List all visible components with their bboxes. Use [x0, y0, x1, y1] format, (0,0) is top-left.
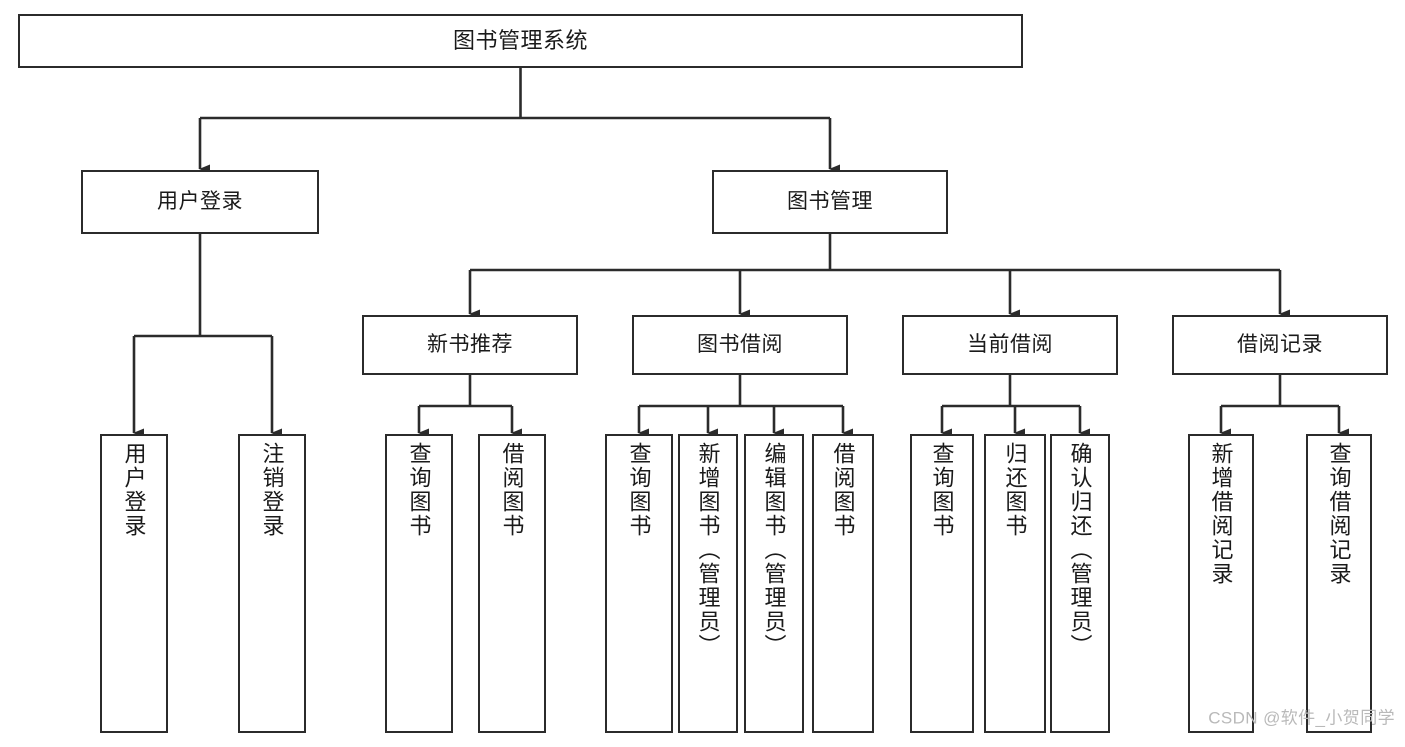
node-l5[interactable]: 查询图书: [605, 434, 673, 733]
node-label: 查询借阅记录: [1326, 442, 1352, 586]
node-label: 图书管理系统: [452, 28, 588, 54]
node-l6[interactable]: 新增图书（管理员）: [678, 434, 738, 733]
node-root[interactable]: 图书管理系统: [18, 14, 1023, 68]
node-label: 查询图书: [406, 442, 432, 538]
node-label: 新书推荐: [427, 332, 513, 356]
node-l1[interactable]: 用户登录: [100, 434, 168, 733]
node-label: 图书借阅: [697, 332, 783, 356]
node-label: 查询图书: [929, 442, 955, 538]
node-login[interactable]: 用户登录: [81, 170, 319, 234]
node-l11[interactable]: 确认归还（管理员）: [1050, 434, 1110, 733]
node-label: 用户登录: [157, 189, 243, 213]
node-label: 新增借阅记录: [1208, 442, 1234, 586]
node-l10[interactable]: 归还图书: [984, 434, 1046, 733]
node-bookmgmt[interactable]: 图书管理: [712, 170, 948, 234]
node-l3[interactable]: 查询图书: [385, 434, 453, 733]
node-label: 当前借阅: [967, 332, 1053, 356]
node-label: 确认归还（管理员）: [1067, 442, 1093, 658]
node-newrec[interactable]: 新书推荐: [362, 315, 578, 375]
node-borrow[interactable]: 图书借阅: [632, 315, 848, 375]
node-l9[interactable]: 查询图书: [910, 434, 974, 733]
node-label: 查询图书: [626, 442, 652, 538]
node-l13[interactable]: 查询借阅记录: [1306, 434, 1372, 733]
node-l7[interactable]: 编辑图书（管理员）: [744, 434, 804, 733]
node-label: 归还图书: [1002, 442, 1028, 538]
node-label: 图书管理: [787, 189, 873, 213]
node-label: 借阅图书: [830, 442, 856, 538]
node-label: 注销登录: [259, 442, 285, 538]
node-l12[interactable]: 新增借阅记录: [1188, 434, 1254, 733]
node-l8[interactable]: 借阅图书: [812, 434, 874, 733]
node-l4[interactable]: 借阅图书: [478, 434, 546, 733]
node-label: 借阅图书: [499, 442, 525, 538]
node-label: 借阅记录: [1237, 332, 1323, 356]
node-l2[interactable]: 注销登录: [238, 434, 306, 733]
node-records[interactable]: 借阅记录: [1172, 315, 1388, 375]
node-label: 编辑图书（管理员）: [761, 442, 787, 658]
node-label: 用户登录: [121, 442, 147, 538]
node-label: 新增图书（管理员）: [695, 442, 721, 658]
node-current[interactable]: 当前借阅: [902, 315, 1118, 375]
